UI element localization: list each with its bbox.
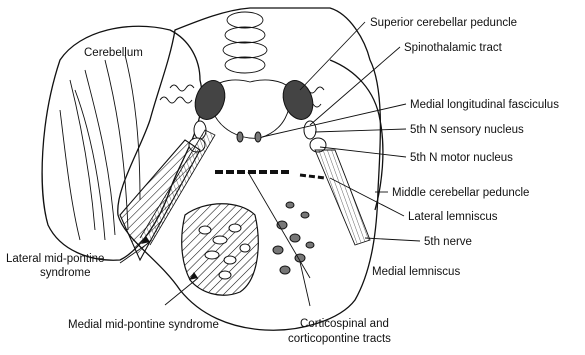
label-sensory-nucleus: 5th N sensory nucleus bbox=[410, 124, 524, 136]
label-lateral-lemniscus: Lateral lemniscus bbox=[408, 211, 498, 223]
label-mlf: Medial longitudinal fasciculus bbox=[410, 99, 559, 111]
label-motor-nucleus: 5th N motor nucleus bbox=[410, 152, 513, 164]
label-lateral-syndrome-1: Lateral mid-pontine bbox=[6, 253, 104, 265]
label-fifth-nerve: 5th nerve bbox=[424, 236, 472, 248]
label-corticospinal-1: Corticospinal and bbox=[300, 318, 389, 330]
pons-outline bbox=[118, 8, 383, 330]
mlf-shapes bbox=[237, 132, 261, 142]
fifth-nerve-bundle bbox=[315, 150, 370, 245]
superior-cerebellar-peduncle-shapes bbox=[190, 76, 318, 123]
label-lateral-syndrome-2: syndrome bbox=[40, 267, 91, 279]
label-cerebellum: Cerebellum bbox=[84, 47, 143, 59]
label-middle-cerebellar-peduncle: Middle cerebellar peduncle bbox=[392, 187, 529, 199]
label-medial-lemniscus: Medial lemniscus bbox=[372, 266, 460, 278]
labels: Cerebellum Superior cerebellar peduncle … bbox=[6, 17, 559, 345]
label-superior-cerebellar-peduncle: Superior cerebellar peduncle bbox=[370, 17, 517, 29]
label-corticospinal-2: corticopontine tracts bbox=[288, 333, 391, 345]
label-medial-syndrome: Medial mid-pontine syndrome bbox=[68, 319, 219, 331]
label-spinothalamic-tract: Spinothalamic tract bbox=[404, 42, 503, 54]
medial-lemniscus-shape bbox=[215, 172, 325, 178]
